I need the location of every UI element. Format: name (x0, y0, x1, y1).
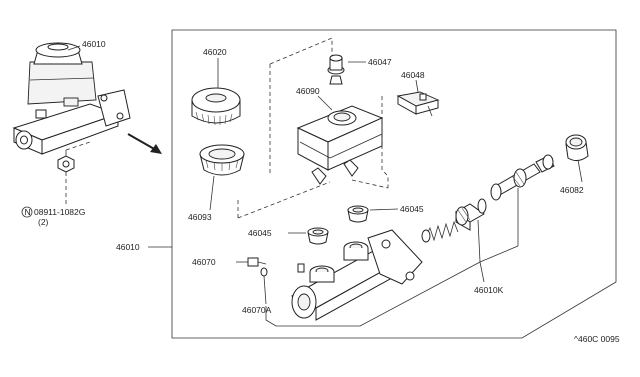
reservoir-seal-right (347, 205, 399, 223)
reservoir-seal-left (288, 227, 329, 245)
reservoir-tank (296, 95, 384, 185)
label-46090: 46090 (296, 86, 320, 96)
label-46045-left: 46045 (248, 228, 272, 238)
reservoir-cap (191, 58, 241, 126)
label-46010-left: 46010 (116, 242, 140, 252)
bleeder-bolt (236, 257, 267, 267)
label-nut-part-number: 08911-1082G (34, 207, 85, 217)
assembled-master-cylinder (12, 42, 131, 155)
label-46048: 46048 (401, 70, 425, 80)
label-46093: 46093 (188, 212, 212, 222)
level-sensor (396, 79, 440, 117)
label-46020: 46020 (203, 47, 227, 57)
piston-kit (421, 154, 555, 283)
grommet (327, 54, 366, 85)
label-46010K: 46010K (474, 285, 504, 295)
label-46045-right: 46045 (400, 204, 424, 214)
diagram-code: ^460C 0095 (574, 334, 620, 344)
label-46047: 46047 (368, 57, 392, 67)
assembly-frame (171, 29, 617, 339)
reservoir-strainer (199, 144, 245, 211)
bleeder-washer (260, 267, 268, 305)
piston-boot (565, 134, 589, 183)
nut-symbol-circle (21, 206, 33, 218)
direction-arrow (127, 133, 162, 154)
master-cylinder-body (290, 229, 423, 321)
label-46082: 46082 (560, 185, 584, 195)
label-46070: 46070 (192, 257, 216, 267)
label-46070A: 46070A (242, 305, 272, 315)
hex-nut (57, 141, 91, 206)
nut-symbol-letter: N (25, 207, 31, 217)
label-nut-quantity: (2) (38, 217, 49, 227)
label-46010-top: 46010 (82, 39, 106, 49)
